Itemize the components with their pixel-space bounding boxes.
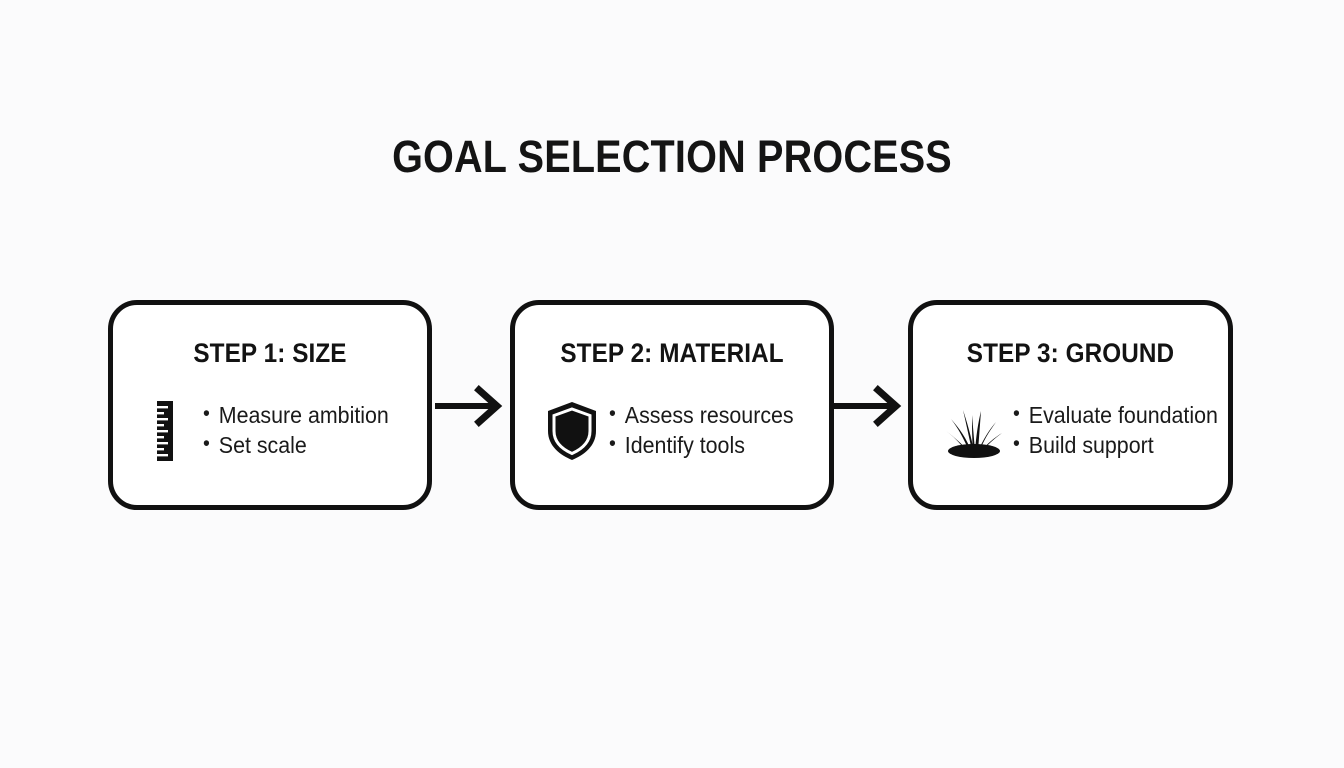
step-3-body: Evaluate foundation Build support: [913, 385, 1228, 477]
ruler-icon: [141, 400, 189, 462]
step-1-heading: STEP 1: SIZE: [193, 338, 347, 368]
list-item: Set scale: [203, 430, 411, 461]
arrow-step2-to-step3: [834, 383, 904, 429]
list-item: Build support: [1013, 430, 1218, 461]
step-card-1[interactable]: STEP 1: SIZE: [108, 300, 432, 510]
step-2-body: Assess resources Identify tools: [515, 385, 829, 477]
step-1-body: Measure ambition Set scale: [113, 385, 427, 477]
step-3-bullets: Evaluate foundation Build support: [1013, 400, 1233, 461]
step-3-heading: STEP 3: GROUND: [966, 338, 1175, 368]
list-item: Measure ambition: [203, 400, 411, 431]
list-item: Identify tools: [609, 430, 814, 461]
arrow-step1-to-step2: [435, 383, 505, 429]
step-2-bullets: Assess resources Identify tools: [609, 400, 829, 461]
grass-icon: [941, 400, 1007, 462]
process-flow: STEP 1: SIZE: [108, 300, 1236, 512]
step-card-3[interactable]: STEP 3: GROUND: [908, 300, 1233, 510]
step-1-bullets: Measure ambition Set scale: [203, 400, 427, 461]
shield-icon: [543, 400, 601, 462]
list-item: Evaluate foundation: [1013, 400, 1218, 431]
step-2-heading: STEP 2: MATERIAL: [560, 338, 784, 368]
list-item: Assess resources: [609, 400, 814, 431]
page-title: GOAL SELECTION PROCESS: [392, 131, 952, 182]
step-card-2[interactable]: STEP 2: MATERIAL Assess resources Identi…: [510, 300, 834, 510]
